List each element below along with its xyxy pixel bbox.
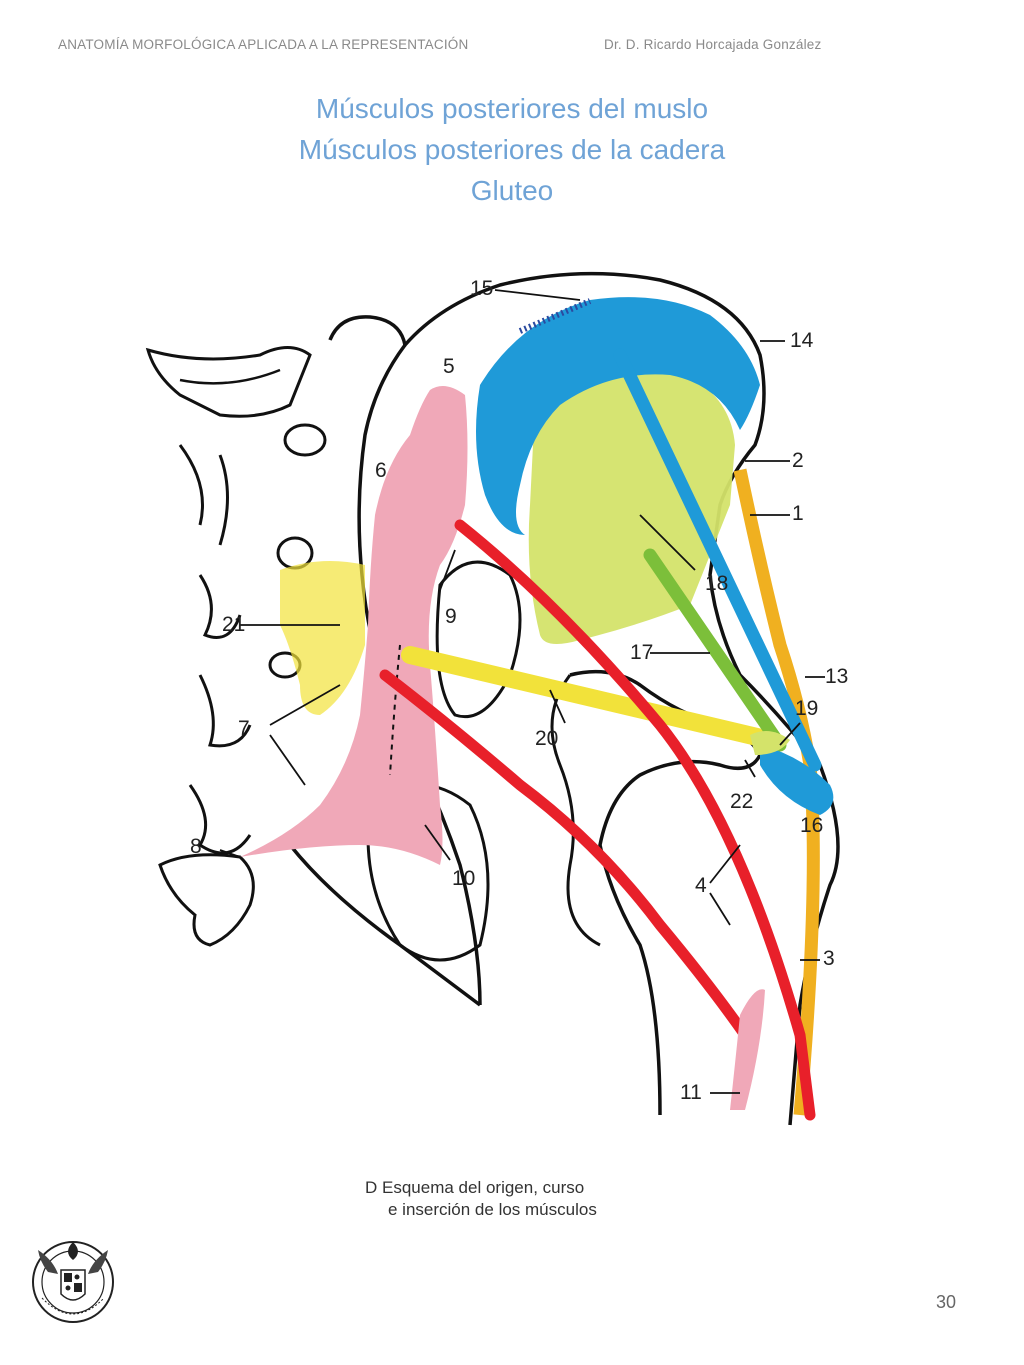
hip-muscles-diagram: 15 14 5 6 2 1 9 18 21 17 13 19 20 7 22 1… xyxy=(145,271,848,1126)
label-1: 1 xyxy=(792,502,804,525)
caption-line-2: e inserción de los músculos xyxy=(388,1200,597,1219)
muscle-5-7-10-pink xyxy=(240,386,468,865)
muscle-18-gluteus-medius xyxy=(528,363,735,644)
muscle-17-green-band xyxy=(643,548,787,752)
page-number: 30 xyxy=(936,1292,957,1312)
label-16: 16 xyxy=(800,814,823,837)
label-2: 2 xyxy=(792,449,804,472)
header-course: ANATOMÍA MORFOLÓGICA APLICADA A LA REPRE… xyxy=(58,37,469,52)
label-5: 5 xyxy=(443,355,455,378)
muscle-16-insertion xyxy=(760,745,834,815)
university-seal-icon xyxy=(28,1232,118,1332)
sacrum-outline xyxy=(145,346,312,418)
muscle-4-red-lower xyxy=(379,669,751,1041)
label-11: 11 xyxy=(680,1081,702,1104)
label-15: 15 xyxy=(470,277,493,300)
caption-line-1: D Esquema del origen, curso xyxy=(365,1178,585,1197)
figure-caption: D Esquema del origen, curso e inserción … xyxy=(365,1177,597,1221)
anatomy-figure: 15 14 5 6 2 1 9 18 21 17 13 19 20 7 22 1… xyxy=(140,245,900,1145)
label-21: 21 xyxy=(222,613,245,636)
title-line-1: Músculos posteriores del muslo xyxy=(315,93,709,124)
label-4: 4 xyxy=(695,874,707,897)
label-7: 7 xyxy=(238,717,250,740)
muscle-11-lower xyxy=(730,989,765,1110)
coccyx-outline xyxy=(158,853,255,947)
label-3: 3 xyxy=(823,947,835,970)
label-19: 19 xyxy=(795,697,818,720)
label-13: 13 xyxy=(825,665,848,688)
label-22: 22 xyxy=(730,790,753,813)
label-6: 6 xyxy=(375,459,387,482)
muscle-21-piriformis xyxy=(280,561,365,715)
label-18: 18 xyxy=(705,572,728,595)
label-9: 9 xyxy=(445,605,457,628)
label-8: 8 xyxy=(190,835,202,858)
title-line-3: Gluteo xyxy=(470,175,554,206)
muscle-20-band xyxy=(401,646,779,749)
label-14: 14 xyxy=(790,329,814,352)
muscle-14-gluteus-minimus xyxy=(476,297,760,535)
label-20: 20 xyxy=(535,727,558,750)
muscle-4-red-upper xyxy=(454,519,816,1121)
page-title: Músculos posteriores del muslo Músculos … xyxy=(0,88,1024,211)
ilium-outline xyxy=(328,271,840,1126)
label-17: 17 xyxy=(630,641,653,664)
header-author: Dr. D. Ricardo Horcajada González xyxy=(604,37,822,52)
title-line-2: Músculos posteriores de la cadera xyxy=(298,134,726,165)
label-10: 10 xyxy=(452,867,475,890)
muscle-13-blue-band xyxy=(613,348,822,772)
